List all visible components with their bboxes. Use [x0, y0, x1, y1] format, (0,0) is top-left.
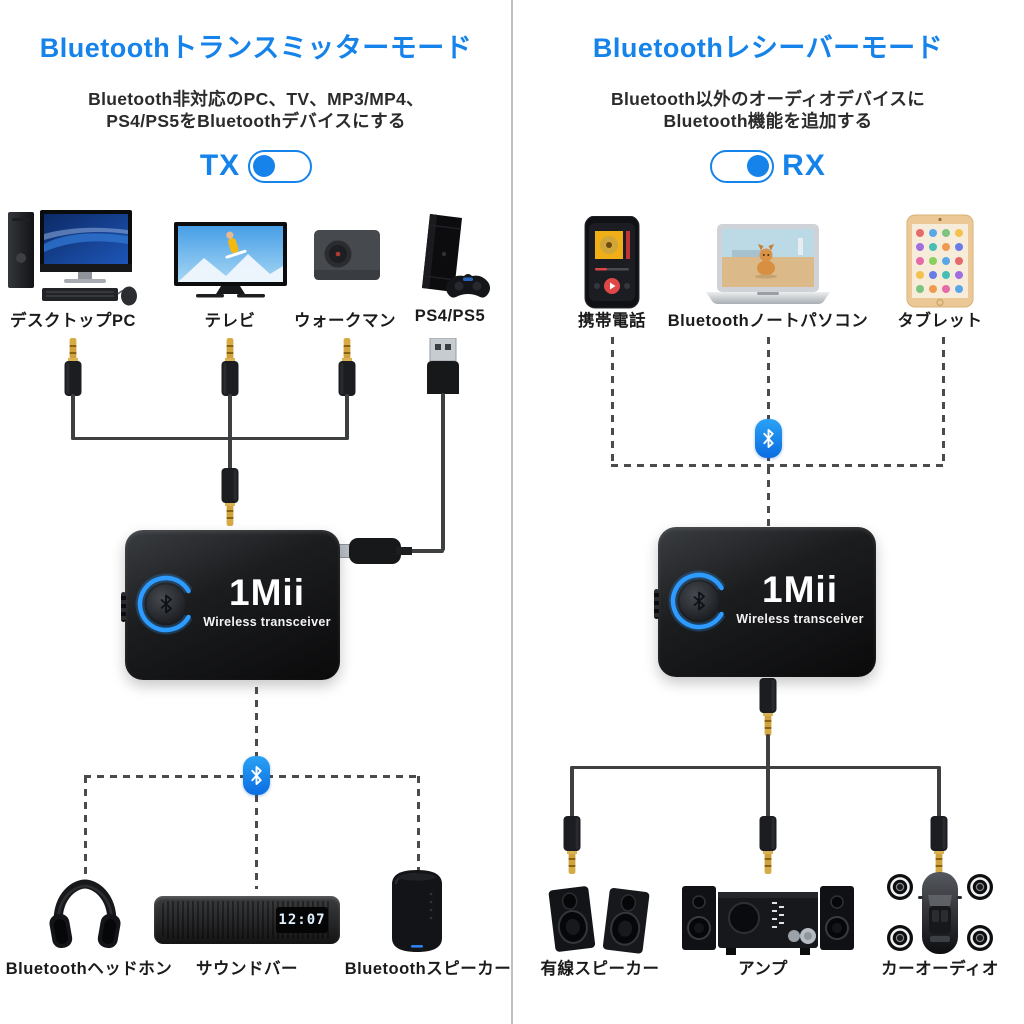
source-label-walkman: ウォークマン	[294, 312, 396, 330]
column-divider	[511, 0, 513, 1024]
soundbar-clock: 12:07	[276, 907, 328, 933]
laptop-icon	[706, 224, 830, 304]
brand-tagline: Wireless transceiver	[736, 612, 864, 626]
aux-jack-icon	[563, 816, 581, 874]
aux-jack-icon	[64, 338, 82, 396]
sink-label-wired-speakers: 有線スピーカー	[540, 960, 660, 978]
bt-speaker-icon	[392, 870, 442, 952]
smartphone-icon	[584, 216, 640, 309]
aux-cable-splitter	[71, 436, 349, 440]
brand-tagline: Wireless transceiver	[203, 615, 331, 629]
wireless-dash-line	[254, 687, 258, 757]
sink-label-car-audio: カーオーディオ	[881, 960, 999, 978]
desktop-pc-icon	[8, 210, 137, 306]
device-side-grip	[121, 592, 126, 622]
aux-cable	[71, 394, 75, 439]
aux-jack-icon	[759, 816, 777, 874]
receiver-subtitle-line1: Bluetooth以外のオーディオデバイスに	[611, 89, 925, 109]
transmitter-subtitle-line2: PS4/PS5をBluetoothデバイスにする	[106, 111, 406, 131]
source-label-tv: テレビ	[204, 312, 256, 330]
bt-transceiver-device: 1Mii Wireless transceiver	[654, 527, 876, 677]
aux-jack-icon	[221, 338, 239, 396]
bt-transceiver-device: 1Mii Wireless transceiver	[121, 530, 340, 680]
aux-jack-icon	[338, 338, 356, 396]
brand-logo: 1Mii	[762, 569, 838, 610]
soundbar-icon: 12:07	[154, 896, 340, 944]
tx-mode-control: TX	[0, 148, 512, 184]
wireless-dash-line	[611, 463, 943, 467]
tx-toggle[interactable]	[248, 149, 313, 183]
aux-cable	[766, 767, 770, 818]
transmitter-subtitle-line1: Bluetooth非対応のPC、TV、MP3/MP4、	[88, 89, 424, 109]
source-label-laptop: Bluetoothノートパソコン	[667, 312, 869, 330]
aux-jack-icon	[221, 468, 239, 526]
ps4-icon	[422, 214, 490, 298]
wireless-dash-line	[83, 776, 87, 878]
transmitter-title: Bluetoothトランスミッターモード	[39, 33, 473, 63]
usb-cable	[441, 393, 445, 551]
usb-a-plug-icon	[427, 338, 459, 394]
sink-label-headphones: Bluetoothヘッドホン	[5, 960, 173, 978]
aux-cable	[937, 767, 941, 818]
headphones-icon	[49, 879, 121, 949]
brand-logo: 1Mii	[229, 572, 305, 613]
sink-label-amplifier: アンプ	[738, 960, 788, 978]
bluetooth-button-icon	[668, 570, 730, 632]
aux-cable	[228, 394, 232, 439]
tablet-icon	[906, 214, 974, 308]
bluetooth-button-icon	[135, 573, 197, 635]
walkman-icon	[314, 230, 380, 280]
sink-label-bt-speaker: Bluetoothスピーカー	[344, 960, 512, 978]
sink-label-soundbar: サウンドバー	[196, 960, 298, 978]
rx-label: RX	[782, 149, 826, 182]
amplifier-icon	[682, 886, 854, 955]
wireless-dash-line	[610, 337, 614, 465]
bluetooth-icon	[242, 756, 270, 795]
source-label-tablet: タブレット	[897, 312, 983, 330]
rx-mode-control: RX	[512, 148, 1024, 184]
usb-cable	[404, 549, 444, 553]
aux-jack-icon	[759, 678, 777, 736]
device-side-grip	[654, 589, 659, 619]
aux-cable	[345, 394, 349, 439]
aux-cable	[570, 767, 574, 818]
source-label-smartphone: 携帯電話	[578, 312, 646, 330]
wireless-dash-line	[254, 795, 258, 889]
tx-label: TX	[199, 149, 241, 182]
rx-toggle[interactable]	[710, 149, 775, 183]
rx-toggle-knob	[747, 155, 770, 177]
car-audio-icon	[887, 872, 993, 954]
wired-speakers-icon	[548, 886, 650, 954]
source-label-ps4: PS4/PS5	[414, 307, 486, 325]
aux-cable-splitter	[570, 765, 941, 769]
wireless-dash-line	[416, 776, 420, 872]
aux-jack-icon	[930, 816, 948, 874]
aux-cable	[766, 734, 770, 767]
tv-icon	[174, 222, 287, 298]
receiver-subtitle-line2: Bluetooth機能を追加する	[663, 111, 873, 131]
aux-cable	[228, 438, 232, 470]
tx-toggle-knob	[253, 155, 276, 177]
bluetooth-icon	[754, 419, 782, 458]
wireless-dash-line	[941, 337, 945, 465]
receiver-title: Bluetoothレシーバーモード	[592, 33, 944, 63]
source-label-desktop-pc: デスクトップPC	[10, 312, 136, 330]
usb-c-plug-icon	[334, 538, 412, 564]
